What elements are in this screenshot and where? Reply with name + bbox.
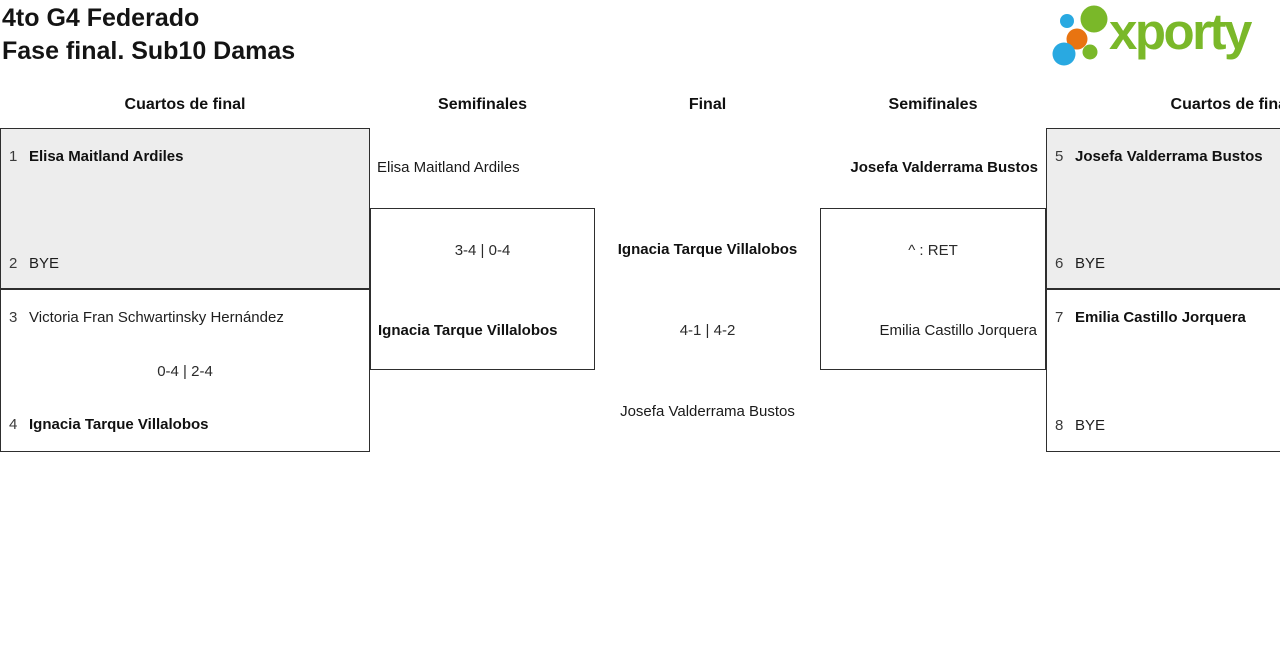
player-seed: 2	[9, 255, 18, 272]
player-name: Josefa Valderrama Bustos	[620, 403, 795, 420]
player-name: Ignacia Tarque Villalobos	[378, 322, 558, 339]
player-name: Emilia Castillo Jorquera	[1075, 309, 1246, 326]
player-row: 4 Ignacia Tarque Villalobos	[9, 413, 209, 437]
player-name: Emilia Castillo Jorquera	[879, 322, 1037, 339]
player-seed: 7	[1055, 309, 1064, 326]
player-name: Josefa Valderrama Bustos	[1075, 148, 1263, 165]
player-row: 1 Elisa Maitland Ardiles	[9, 145, 184, 169]
match-score: 0-4 | 2-4	[157, 363, 213, 380]
match-sf-left: 3-4 | 0-4 Ignacia Tarque Villalobos	[370, 208, 595, 370]
player-seed: 6	[1055, 255, 1064, 272]
player-seed: 8	[1055, 417, 1064, 434]
player-name: Josefa Valderrama Bustos	[850, 159, 1038, 176]
round-header-semifinals-right: Semifinales	[888, 96, 978, 113]
match-qf-left-bottom: 3 Victoria Fran Schwartinsky Hernández 0-…	[0, 289, 370, 452]
match-score: 3-4 | 0-4	[454, 242, 511, 259]
player-row: 3 Victoria Fran Schwartinsky Hernández	[9, 306, 284, 330]
player-seed: 3	[9, 309, 18, 326]
player-name: Ignacia Tarque Villalobos	[29, 416, 209, 433]
player-name: BYE	[1075, 255, 1106, 272]
player-name: Victoria Fran Schwartinsky Hernández	[29, 309, 284, 326]
player-seed: 4	[9, 416, 18, 433]
match-sf-right: ^ : RET Emilia Castillo Jorquera	[820, 208, 1046, 370]
match-qf-right-top: 5 Josefa Valderrama Bustos 6 BYE	[1046, 128, 1280, 289]
round-header-quarterfinals-left: Cuartos de final	[124, 96, 246, 113]
round-header-quarterfinals-right: Cuartos de final	[1170, 96, 1280, 113]
xporty-logo-text: xporty	[1109, 3, 1252, 60]
match-score: 4-1 | 4-2	[679, 322, 736, 339]
xporty-logo[interactable]: xporty	[1045, 0, 1280, 72]
player-name: Elisa Maitland Ardiles	[377, 159, 520, 176]
player-name: Ignacia Tarque Villalobos	[617, 241, 798, 258]
xporty-logo-dots-icon	[1052, 5, 1108, 66]
player-seed: 5	[1055, 148, 1064, 165]
player-row: 2 BYE	[9, 252, 59, 276]
player-row: 8 BYE	[1055, 414, 1105, 438]
tournament-title: 4to G4 Federado	[2, 4, 200, 32]
player-row: 6 BYE	[1055, 252, 1105, 276]
player-row: 5 Josefa Valderrama Bustos	[1055, 145, 1263, 169]
round-header-semifinals-left: Semifinales	[438, 96, 527, 113]
player-row: 7 Emilia Castillo Jorquera	[1055, 306, 1246, 330]
player-name: BYE	[29, 255, 60, 272]
match-qf-left-top: 1 Elisa Maitland Ardiles 2 BYE	[0, 128, 370, 289]
player-name: Elisa Maitland Ardiles	[29, 148, 184, 165]
match-qf-right-bottom: 7 Emilia Castillo Jorquera 8 BYE	[1046, 289, 1280, 452]
tournament-subtitle: Fase final. Sub10 Damas	[2, 37, 296, 65]
page-title-block: 4to G4 Federado Fase final. Sub10 Damas	[2, 2, 295, 68]
match-score: ^ : RET	[908, 242, 958, 259]
player-seed: 1	[9, 148, 18, 165]
player-name: BYE	[1075, 417, 1106, 434]
round-header-final: Final	[688, 96, 727, 113]
